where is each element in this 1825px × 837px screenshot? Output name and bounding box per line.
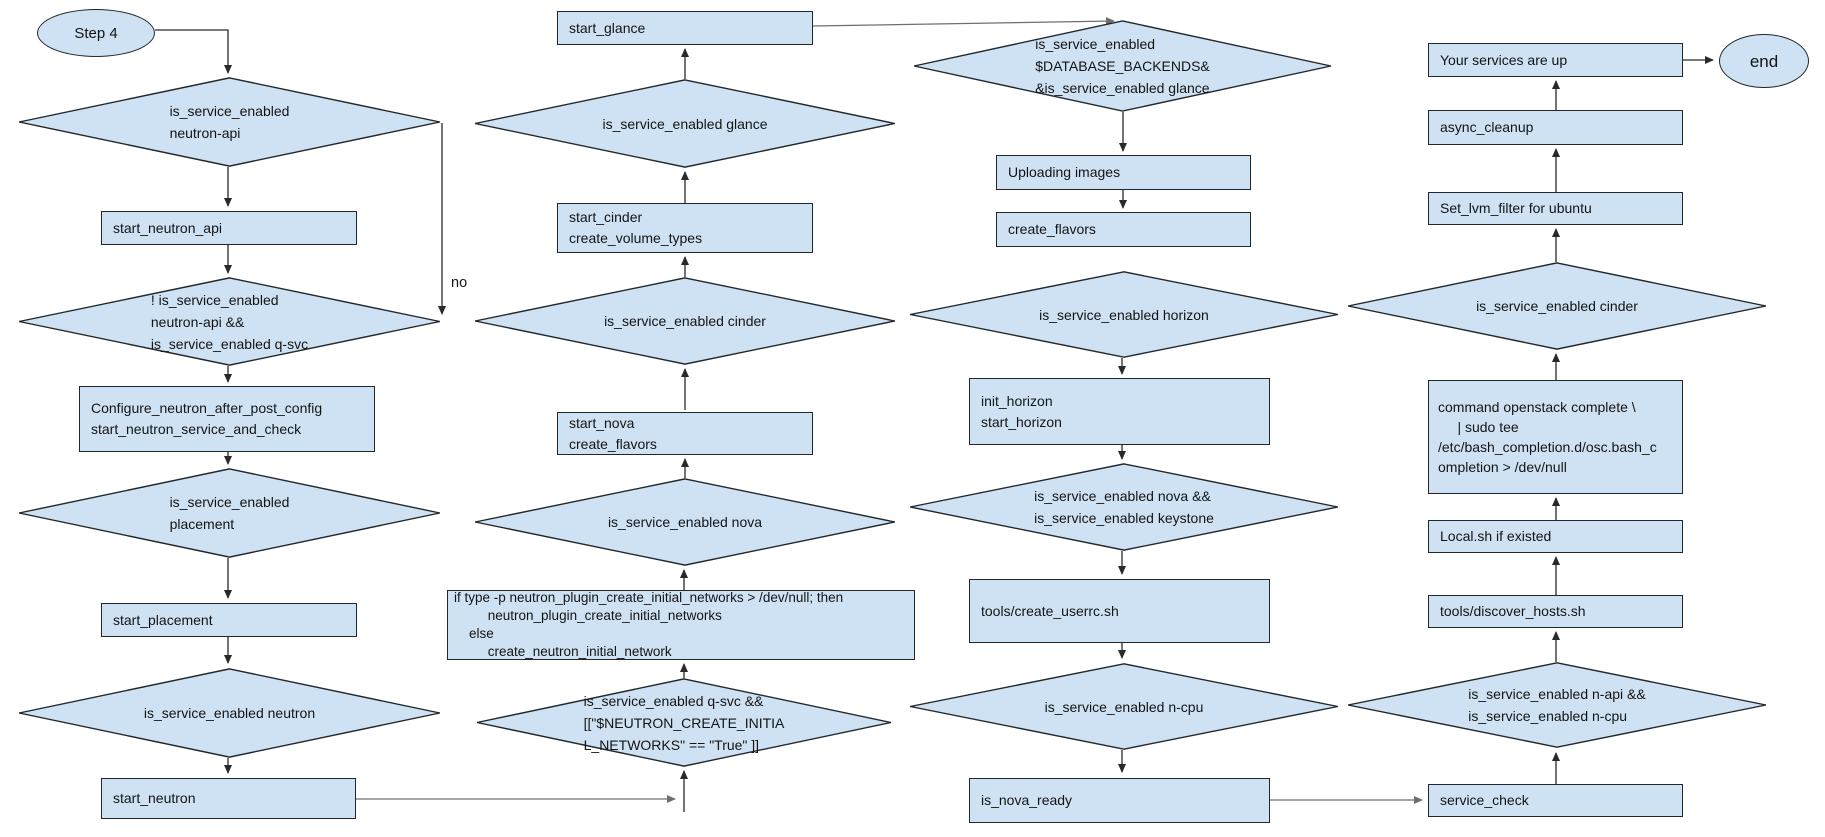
- process-create-userrc: tools/create_userrc.sh: [969, 579, 1270, 643]
- node-label: start_neutron_api: [113, 219, 222, 236]
- process-start-neutron-api: start_neutron_api: [101, 211, 357, 245]
- node-label: is_service_enabled placement: [169, 494, 290, 532]
- decision-nova-and-keystone: is_service_enabled nova && is_service_en…: [908, 463, 1340, 551]
- decision-is-service-enabled-neutron-api: is_service_enabled neutron-api: [17, 77, 442, 167]
- diamond-shape: [473, 478, 897, 566]
- process-create-initial-networks-if-block: if type -p neutron_plugin_create_initial…: [447, 590, 915, 660]
- diamond-shape: [1346, 662, 1768, 748]
- diamond-shape: [908, 663, 1340, 750]
- decision-is-service-enabled-cinder-2: is_service_enabled cinder: [1346, 262, 1768, 350]
- decision-is-service-enabled-placement: is_service_enabled placement: [17, 468, 442, 558]
- process-create-flavors: create_flavors: [996, 212, 1251, 247]
- node-label: is_service_enabled n-api && is_service_e…: [1468, 686, 1646, 724]
- diamond-shape: [17, 277, 442, 366]
- diamond-shape: [1346, 262, 1768, 350]
- node-label: is_service_enabled cinder: [1476, 298, 1638, 314]
- node-label: is_service_enabled $DATABASE_BACKENDS& &…: [1035, 36, 1210, 96]
- diamond-shape: [473, 277, 897, 365]
- process-start-nova: start_nova create_flavors: [557, 412, 813, 455]
- diamond-shape: [912, 20, 1333, 112]
- process-init-horizon: init_horizon start_horizon: [969, 378, 1270, 445]
- node-label: if type -p neutron_plugin_create_initial…: [454, 590, 844, 659]
- process-start-cinder: start_cinder create_volume_types: [557, 203, 813, 253]
- node-label: end: [1749, 51, 1779, 71]
- node-label: is_service_enabled nova: [607, 514, 763, 530]
- node-label: is_service_enabled horizon: [1039, 306, 1209, 323]
- node-label: ! is_service_enabled neutron-api && is_s…: [150, 291, 309, 352]
- node-label: is_service_enabled nova && is_service_en…: [1034, 488, 1214, 526]
- node-label: Your services are up: [1440, 51, 1568, 68]
- edge-label-no: no: [451, 275, 468, 291]
- process-start-neutron: start_neutron: [101, 778, 356, 819]
- process-openstack-bash-completion: command openstack complete \ | sudo tee …: [1428, 380, 1683, 494]
- node-label: Uploading images: [1008, 164, 1121, 180]
- node-label: start_glance: [569, 19, 646, 36]
- decision-database-backends-and-glance: is_service_enabled $DATABASE_BACKENDS& &…: [912, 20, 1333, 112]
- diamond-shape: [17, 668, 442, 758]
- node-label: is_service_enabled neutron-api: [169, 103, 290, 141]
- node-label: Configure_neutron_after_post_config star…: [91, 400, 323, 437]
- node-label: Set_lvm_filter for ubuntu: [1440, 200, 1592, 216]
- process-uploading-images: Uploading images: [996, 155, 1251, 190]
- diamond-shape: [473, 79, 897, 168]
- diamond-shape: [475, 678, 893, 767]
- decision-qsvc-and-create-initial-networks: is_service_enabled q-svc && [["$NEUTRON_…: [475, 678, 893, 767]
- decision-is-service-enabled-ncpu: is_service_enabled n-cpu: [908, 663, 1340, 750]
- node-label: start_placement: [113, 611, 213, 628]
- process-start-placement: start_placement: [101, 603, 357, 637]
- node-label: tools/discover_hosts.sh: [1440, 603, 1586, 619]
- process-start-glance: start_glance: [557, 11, 813, 45]
- process-your-services-are-up: Your services are up: [1428, 43, 1683, 77]
- node-label: tools/create_userrc.sh: [981, 602, 1119, 619]
- decision-is-service-enabled-glance: is_service_enabled glance: [473, 79, 897, 168]
- process-discover-hosts: tools/discover_hosts.sh: [1428, 595, 1683, 628]
- process-configure-neutron-after-post-config: Configure_neutron_after_post_config star…: [79, 386, 375, 452]
- diamond-shape: [17, 77, 442, 167]
- process-async-cleanup: async_cleanup: [1428, 110, 1683, 145]
- node-label: is_service_enabled cinder: [604, 313, 766, 329]
- process-is-nova-ready: is_nova_ready: [969, 778, 1270, 823]
- node-label: start_nova create_flavors: [569, 414, 657, 452]
- decision-napi-and-ncpu: is_service_enabled n-api && is_service_e…: [1346, 662, 1768, 748]
- node-label: start_cinder create_volume_types: [569, 209, 703, 246]
- decision-is-service-enabled-horizon: is_service_enabled horizon: [908, 271, 1340, 358]
- node-label: create_flavors: [1008, 221, 1096, 237]
- node-label: is_nova_ready: [981, 792, 1073, 808]
- diamond-shape: [908, 271, 1340, 358]
- decision-is-service-enabled-nova: is_service_enabled nova: [473, 478, 897, 566]
- node-label: is_service_enabled n-cpu: [1044, 698, 1204, 715]
- node-label: Step 4: [74, 24, 118, 42]
- diamond-shape: [908, 463, 1340, 551]
- decision-is-service-enabled-cinder: is_service_enabled cinder: [473, 277, 897, 365]
- decision-is-service-enabled-neutron: is_service_enabled neutron: [17, 668, 442, 758]
- node-label: start_neutron: [113, 790, 196, 806]
- process-set-lvm-filter: Set_lvm_filter for ubuntu: [1428, 192, 1683, 225]
- node-label: async_cleanup: [1440, 119, 1534, 135]
- diamond-shape: [17, 468, 442, 558]
- node-label: Local.sh if existed: [1440, 528, 1552, 544]
- node-label: is_service_enabled q-svc && [["$NEUTRON_…: [583, 692, 785, 753]
- terminator-end: end: [1719, 34, 1809, 88]
- process-service-check: service_check: [1428, 784, 1683, 817]
- node-label: init_horizon start_horizon: [981, 392, 1062, 430]
- node-label: service_check: [1440, 792, 1529, 808]
- edge-start-glance-right: [812, 17, 1115, 27]
- node-label: is_service_enabled neutron: [143, 705, 316, 721]
- terminator-step-4: Step 4: [37, 9, 155, 57]
- edge-step4-to-d-neutron-api: [155, 29, 232, 74]
- node-label: is_service_enabled glance: [602, 115, 768, 132]
- node-label: command openstack complete \ | sudo tee …: [1438, 399, 1657, 475]
- decision-not-neutron-api-and-qsvc: ! is_service_enabled neutron-api && is_s…: [17, 277, 442, 366]
- process-local-sh: Local.sh if existed: [1428, 520, 1683, 553]
